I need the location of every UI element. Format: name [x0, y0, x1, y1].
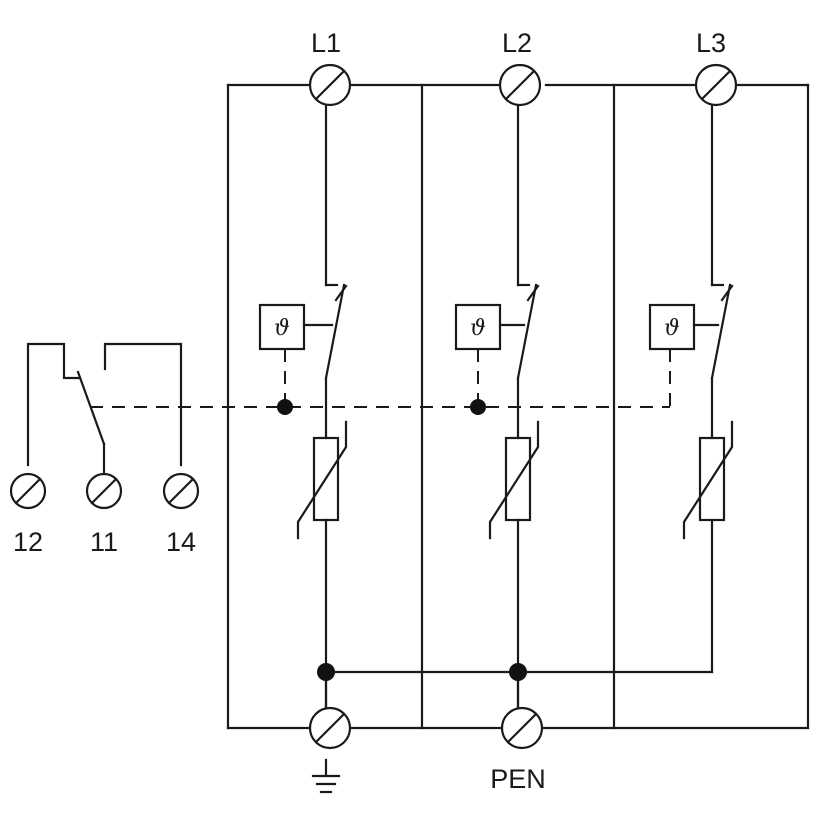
terminal-12	[9, 472, 47, 510]
label-l2: L2	[502, 28, 532, 58]
terminal-11	[85, 472, 123, 510]
phase-l3	[648, 102, 734, 674]
thermal-symbol-1: ϑ	[274, 316, 290, 341]
terminal-l3	[694, 63, 738, 107]
label-pen: PEN	[490, 764, 546, 794]
thermal-symbol-3: ϑ	[664, 316, 680, 341]
phase-l2	[454, 102, 540, 712]
common-bus	[317, 663, 714, 712]
signal-contact	[26, 342, 183, 474]
thermal-symbol-2: ϑ	[470, 316, 486, 341]
terminal-l1	[308, 63, 352, 107]
label-12: 12	[13, 527, 43, 557]
thermal-disconnector-3	[648, 303, 696, 351]
terminals	[9, 63, 738, 750]
linkage-dot	[470, 399, 486, 415]
mechanical-linkage	[90, 399, 670, 415]
junction-dot	[509, 663, 527, 681]
thermal-disconnector-1	[258, 303, 306, 351]
terminal-14	[162, 472, 200, 510]
junction-dot	[317, 663, 335, 681]
label-l3: L3	[696, 28, 726, 58]
terminal-l2	[498, 63, 542, 107]
ground-icon	[311, 758, 341, 794]
label-l1: L1	[311, 28, 341, 58]
label-11: 11	[90, 527, 118, 557]
phase-l1	[258, 102, 348, 712]
terminal-ground	[308, 706, 352, 750]
linkage-dot	[277, 399, 293, 415]
terminal-pen	[500, 706, 544, 750]
label-14: 14	[166, 527, 196, 557]
